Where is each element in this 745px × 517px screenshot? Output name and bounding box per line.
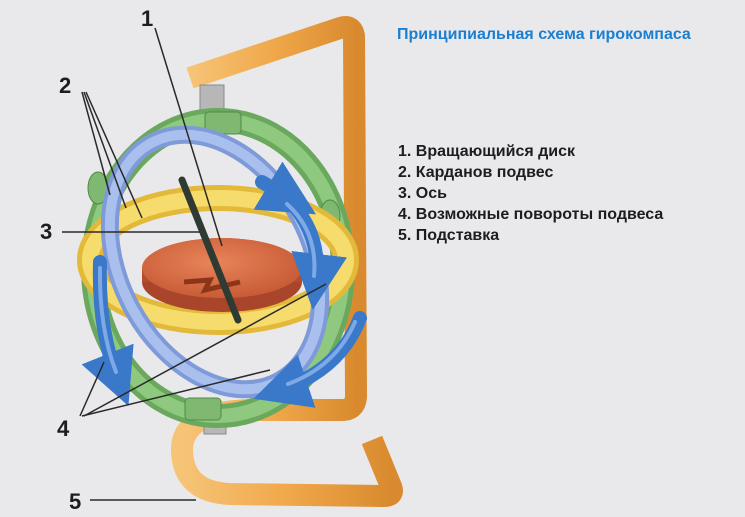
legend-list: 1. Вращающийся диск 2. Карданов подвес 3… xyxy=(398,141,663,246)
callout-3: 3 xyxy=(40,219,53,244)
callout-1: 1 xyxy=(141,6,154,31)
spin-axis xyxy=(178,176,242,324)
legend-item-gimbal: 2. Карданов подвес xyxy=(398,164,554,181)
diagram-title: Принципиальная схема гирокомпаса xyxy=(397,26,691,43)
legend-item-rotation: 4. Возможные повороты подвеса xyxy=(398,206,664,223)
leader-lines xyxy=(62,27,327,501)
arrow-highlights xyxy=(97,202,357,386)
callout-2: 2 xyxy=(59,73,72,98)
legend-item-stand: 5. Подставка xyxy=(398,227,500,244)
legend-item-disk: 1. Вращающийся диск xyxy=(398,143,576,160)
callout-4: 4 xyxy=(57,416,70,441)
legend-item-axis: 3. Ось xyxy=(398,185,447,202)
callout-5: 5 xyxy=(69,489,82,514)
